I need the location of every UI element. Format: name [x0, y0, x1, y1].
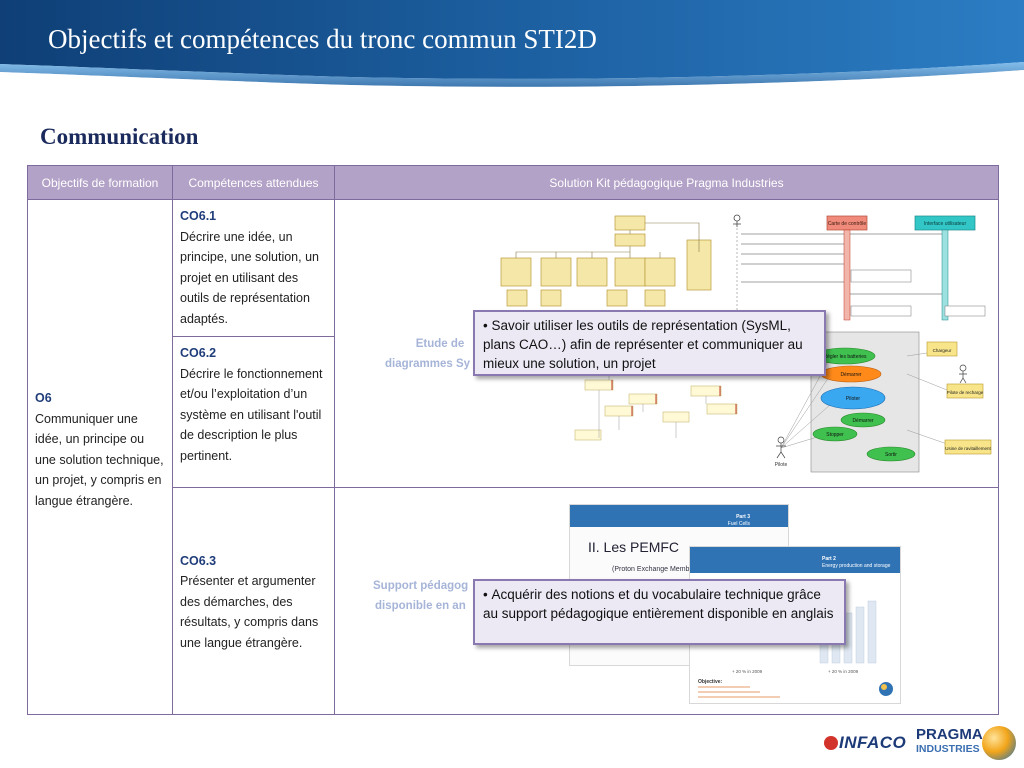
infaco-logo-text: INFACO	[839, 733, 907, 752]
pragma-logo-line2: INDUSTRIES	[916, 743, 980, 755]
header-solution: Solution Kit pédagogique Pragma Industri…	[334, 165, 999, 200]
competence-code: CO6.1	[180, 209, 217, 223]
table-row: CO6.2 Décrire le fonctionnement et/ou l’…	[28, 336, 999, 488]
table-row: O6 Communiquer une idée, un principe ou …	[27, 199, 999, 715]
actor-icon	[776, 364, 967, 459]
objective-text: Communiquer une idée, un principe ou une…	[35, 411, 164, 508]
table-row: CO6.3 Présenter et argumenter des démarc…	[28, 487, 999, 715]
doc-heading: II. Les PEMFC	[588, 539, 680, 555]
infaco-logo: INFACO	[824, 733, 906, 753]
doc-front-part-title: Energy production and storage	[822, 563, 891, 569]
header-objectifs: Objectifs de formation	[27, 165, 173, 200]
objective-cell: O6 Communiquer une idée, un principe ou …	[27, 199, 173, 715]
doc-subheading: (Proton Exchange Membra	[612, 565, 696, 573]
doc-objective-label: Objective:	[698, 679, 723, 685]
bullet-icon: •	[483, 587, 492, 602]
objective-code: O6	[35, 391, 52, 405]
slide-title: Objectifs et compétences du tronc commun…	[48, 24, 597, 54]
doc-caption-left: + 20 % in 2009	[732, 669, 763, 674]
competence-text: Décrire le fonctionnement et/ou l’exploi…	[180, 366, 323, 463]
callout-sysml: • Savoir utiliser les outils de représen…	[473, 310, 826, 376]
solution2-label-line1: Support pédagog	[373, 580, 469, 592]
solution-label-line2: diagrammes Sy	[385, 358, 471, 370]
header-competences: Compétences attendues	[172, 165, 335, 200]
usecase-1-label: Régler les batteries	[823, 354, 867, 360]
solution-cell-sysml: Etude de diagrammes Sy	[334, 199, 999, 488]
usecase-6-label: Sortir	[885, 452, 897, 458]
competences-table: Objectifs de formation Compétences atten…	[27, 165, 999, 715]
doc-back-part: Part 3	[736, 514, 750, 520]
infaco-dot-icon	[824, 736, 838, 750]
pragma-logo-line1: PRAGMA	[916, 726, 983, 743]
callout-english-text: Acquérir des notions et du vocabulaire t…	[483, 587, 834, 621]
usecase-4-label: Démarrer	[852, 418, 873, 424]
competence-code: CO6.2	[180, 346, 217, 360]
section-title: Communication	[40, 124, 199, 149]
side-box-2-label: Pilote de recharge	[947, 390, 984, 395]
competence-text: Décrire une idée, un principe, une solut…	[180, 229, 319, 326]
bullet-icon: •	[483, 318, 492, 333]
usecase-3-label: Piloter	[846, 396, 861, 402]
competence-cell-co61: CO6.1 Décrire une idée, un principe, une…	[172, 199, 335, 337]
pragma-logo: PRAGMA INDUSTRIES	[916, 726, 983, 756]
callout-sysml-text: Savoir utiliser les outils de représenta…	[483, 318, 803, 371]
side-box-1-label: Chargeur	[933, 348, 952, 353]
solution-label-line1: Etude de	[415, 338, 465, 350]
side-box-3-label: Usine de ravitaillement	[945, 446, 991, 451]
solution-cell-english: Support pédagog disponible en an Part 3 …	[334, 487, 999, 715]
usecase-2-label: Démarrer	[840, 372, 861, 378]
pragma-orb-icon	[982, 726, 1016, 760]
callout-english: • Acquérir des notions et du vocabulaire…	[473, 579, 846, 645]
solution2-label-line2: disponible en an	[375, 600, 466, 612]
doc-caption-right: + 20 % in 2009	[828, 669, 859, 674]
seq-box-right-label: Interface utilisateur	[924, 221, 967, 227]
competence-text: Présenter et argumenter des démarches, d…	[180, 574, 319, 650]
seq-box-left-label: Carte de contrôle	[828, 221, 867, 227]
doc-back-part-title: Fuel Cells	[727, 521, 750, 527]
table-header-row: Objectifs de formation Compétences atten…	[27, 165, 999, 200]
competence-code: CO6.3	[180, 553, 217, 568]
usecase-5-label: Stopper	[826, 432, 844, 438]
sysml-diagram-image: Carte de contrôle Interface utilisateur	[500, 214, 992, 473]
title-banner	[0, 0, 1024, 92]
doc-front-part: Part 2	[822, 556, 836, 562]
competence-cell-co63: CO6.3 Présenter et argumenter des démarc…	[172, 487, 335, 715]
competence-cell-co62: CO6.2 Décrire le fonctionnement et/ou l’…	[172, 336, 335, 488]
actor-label: Pilote	[775, 462, 788, 468]
